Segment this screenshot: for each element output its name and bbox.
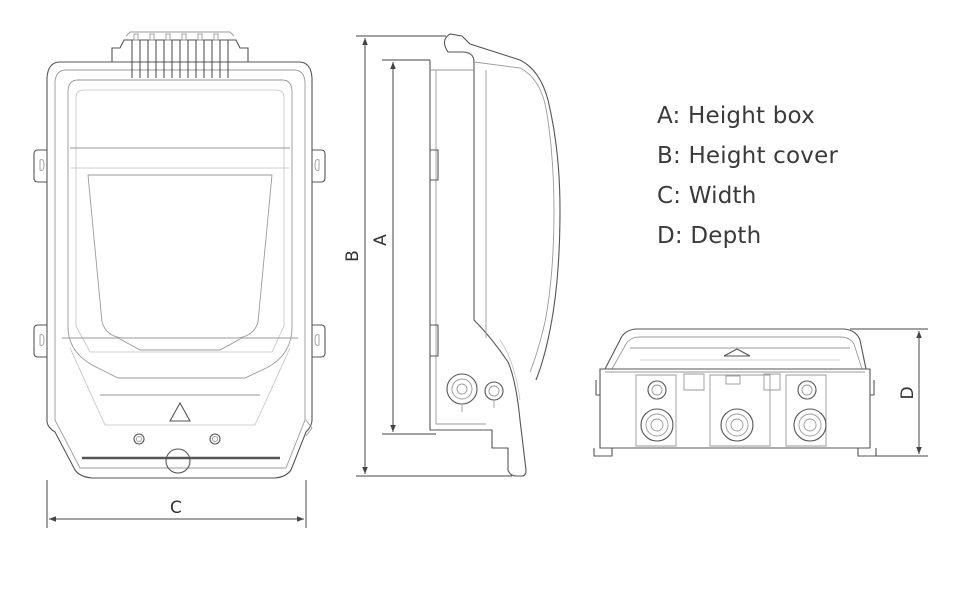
dimension-a-label: A [371,234,391,246]
side-view [429,33,561,477]
dimension-legend: A: Height box B: Height cover C: Width D… [657,96,838,256]
bottom-view [593,328,877,457]
dimension-b: B [343,35,512,477]
legend-item-a: A: Height box [657,103,815,129]
legend-item-d: D: Depth [657,223,762,249]
legend-item-b: B: Height cover [657,143,839,169]
dimension-b-label: B [343,250,363,262]
legend-item-c: C: Width [657,183,757,209]
dimension-d-label: D [898,386,918,399]
dimension-c: C [46,480,307,528]
dimension-d: D [850,328,928,457]
front-view [33,31,326,479]
dimension-a: A [371,59,436,435]
dimension-c-label: C [170,498,182,518]
